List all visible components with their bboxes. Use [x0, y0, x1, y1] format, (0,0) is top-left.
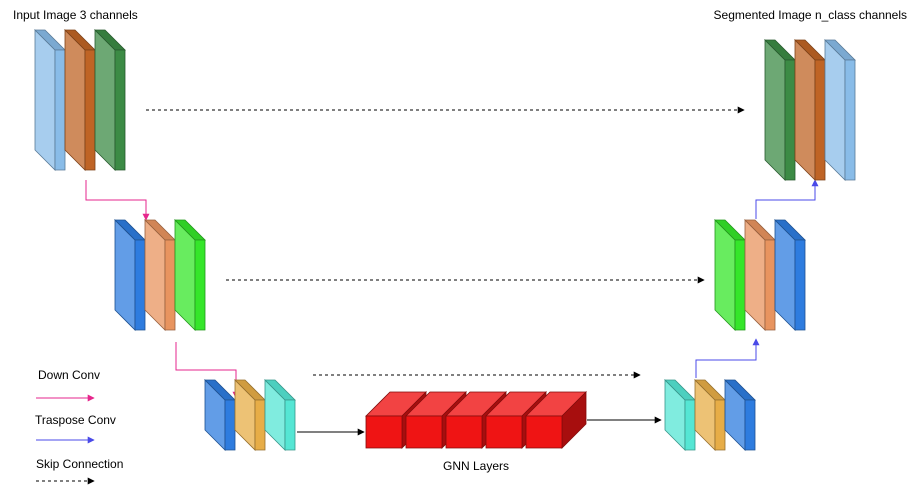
decoder-level-1-map-3	[824, 39, 856, 181]
encoder-level-2	[114, 219, 206, 331]
legend-transpose-conv-label: Traspose Conv	[35, 413, 116, 427]
legend-skip-connection-label: Skip Connection	[36, 457, 123, 471]
encoder-level-1-map-3	[94, 29, 126, 171]
encoder-level-1-map-2	[64, 29, 96, 171]
decoder-level-3-map-1	[664, 379, 696, 451]
decoder-level-2-map-3	[774, 219, 806, 331]
gnn-layer-5	[525, 391, 587, 449]
encoder-level-3-map-2	[234, 379, 266, 451]
transpose-conv-arrow-2	[755, 179, 819, 219]
legend: Down Conv Traspose Conv Skip Connection	[35, 368, 123, 485]
encoder-level-1	[34, 29, 126, 171]
output-image-label: Segmented Image n_class channels	[714, 8, 907, 22]
encoder-level-3-map-1	[204, 379, 236, 451]
input-image-label: Input Image 3 channels	[13, 8, 138, 22]
gnn-layers	[365, 391, 587, 449]
decoder-level-1	[764, 39, 856, 181]
encoder-level-2-map-2	[144, 219, 176, 331]
encoder-level-2-map-3	[174, 219, 206, 331]
feature-map-blocks	[34, 29, 856, 451]
legend-down-conv-label: Down Conv	[38, 368, 100, 382]
decoder-level-2-map-2	[744, 219, 776, 331]
encoder-level-1-map-1	[34, 29, 66, 171]
decoder-level-2	[714, 219, 806, 331]
decoder-level-3-map-2	[694, 379, 726, 451]
encoder-level-3	[204, 379, 296, 451]
decoder-level-3	[664, 379, 756, 451]
encoder-level-3-map-3	[264, 379, 296, 451]
decoder-level-2-map-1	[714, 219, 746, 331]
down-conv-arrow-1	[85, 180, 150, 221]
encoder-level-2-map-1	[114, 219, 146, 331]
decoder-level-1-map-1	[764, 39, 796, 181]
decoder-level-1-map-2	[794, 39, 826, 181]
gnn-layers-label: GNN Layers	[443, 459, 509, 473]
transpose-conv-arrow-1	[695, 338, 760, 378]
decoder-level-3-map-3	[724, 379, 756, 451]
